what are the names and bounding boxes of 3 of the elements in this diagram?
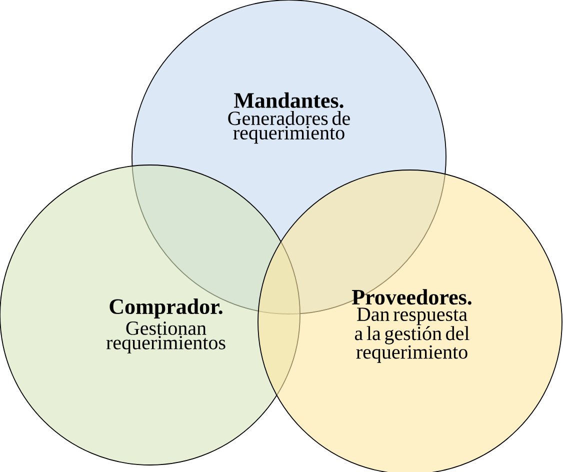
circle-label: Comprador. Gestionan requerimientos xyxy=(106,298,226,354)
circle-label: Mandantes. Generadores de requerimiento xyxy=(228,92,350,144)
circle-label: Proveedores. Dan respuesta a la gestión del requerimiento xyxy=(352,289,472,363)
